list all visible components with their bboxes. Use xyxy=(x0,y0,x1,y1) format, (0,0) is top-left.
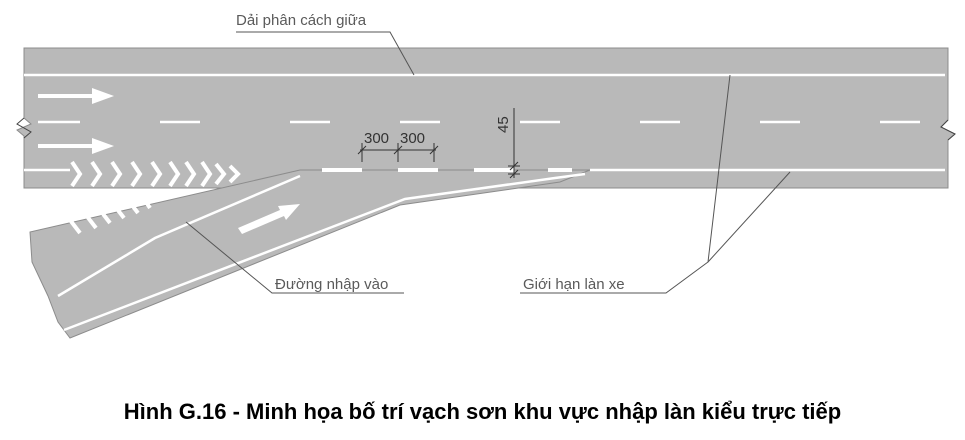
ramp-edge-lines xyxy=(57,172,586,332)
gore-chevrons xyxy=(70,160,241,188)
median-label: Dải phân cách giữa xyxy=(236,12,367,29)
leader-lines xyxy=(185,31,791,294)
merge-road-label: Đường nhập vào xyxy=(275,276,388,293)
dimension-label-300-b: 300 xyxy=(400,130,425,147)
ramp-hatching xyxy=(68,194,152,235)
direction-arrow-icon xyxy=(38,88,114,104)
direction-arrow-icon xyxy=(38,138,114,154)
lane-limit-label: Giới hạn làn xe xyxy=(523,276,625,293)
figure-caption: Hình G.16 - Minh họa bố trí vạch sơn khu… xyxy=(123,399,842,424)
dimension-300 xyxy=(357,143,439,162)
dimension-label-45: 45 xyxy=(495,116,512,133)
dimension-label-300-a: 300 xyxy=(364,130,389,147)
break-mark-icon xyxy=(16,117,956,141)
merge-lane-diagram: 300 300 45 Dải phân cách giữa Đường nhập… xyxy=(16,12,956,339)
ramp-road xyxy=(29,169,591,339)
dimension-45 xyxy=(508,108,520,179)
direction-arrow-icon xyxy=(238,204,300,234)
